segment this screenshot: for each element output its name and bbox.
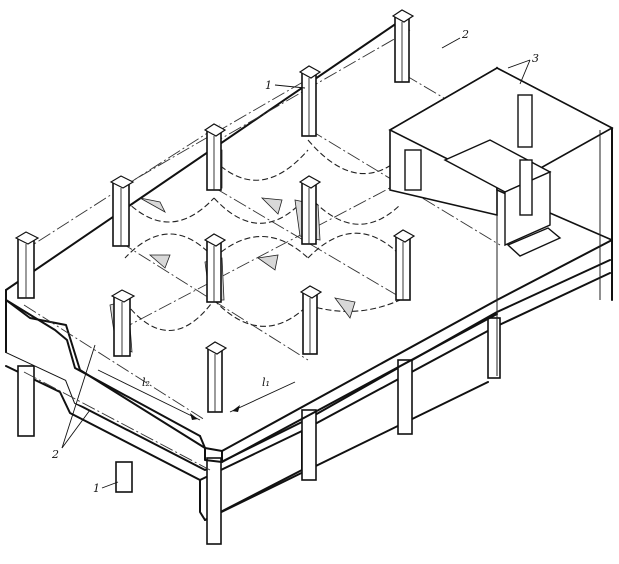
- callout-slab-left: 2: [51, 448, 59, 461]
- callout-slab-top: 2: [461, 28, 469, 41]
- callouts: 1 2 3 2 1: [51, 28, 539, 495]
- column-a2: [109, 175, 135, 247]
- column-a1: [14, 231, 40, 299]
- column-a4: [298, 65, 322, 137]
- callout-column-bottom: 1: [93, 482, 100, 495]
- column-b4: [298, 175, 322, 245]
- column-b5: [392, 229, 416, 301]
- column-b3: [203, 233, 227, 303]
- column-a5: [391, 9, 415, 83]
- callout-core: 3: [532, 52, 539, 65]
- lower-columns: [17, 317, 501, 545]
- column-c4: [299, 285, 323, 355]
- span-label-l1: l₁: [262, 376, 270, 389]
- upper-columns: [14, 9, 416, 413]
- column-a3: [203, 123, 227, 191]
- span-dimensions: l₂ l₁: [97, 369, 296, 421]
- span-label-l2: l₂: [142, 376, 150, 389]
- callout-column-top: 1: [265, 79, 272, 92]
- column-c3: [204, 341, 228, 413]
- stiffening-core: [388, 66, 614, 376]
- column-b2: [110, 289, 136, 357]
